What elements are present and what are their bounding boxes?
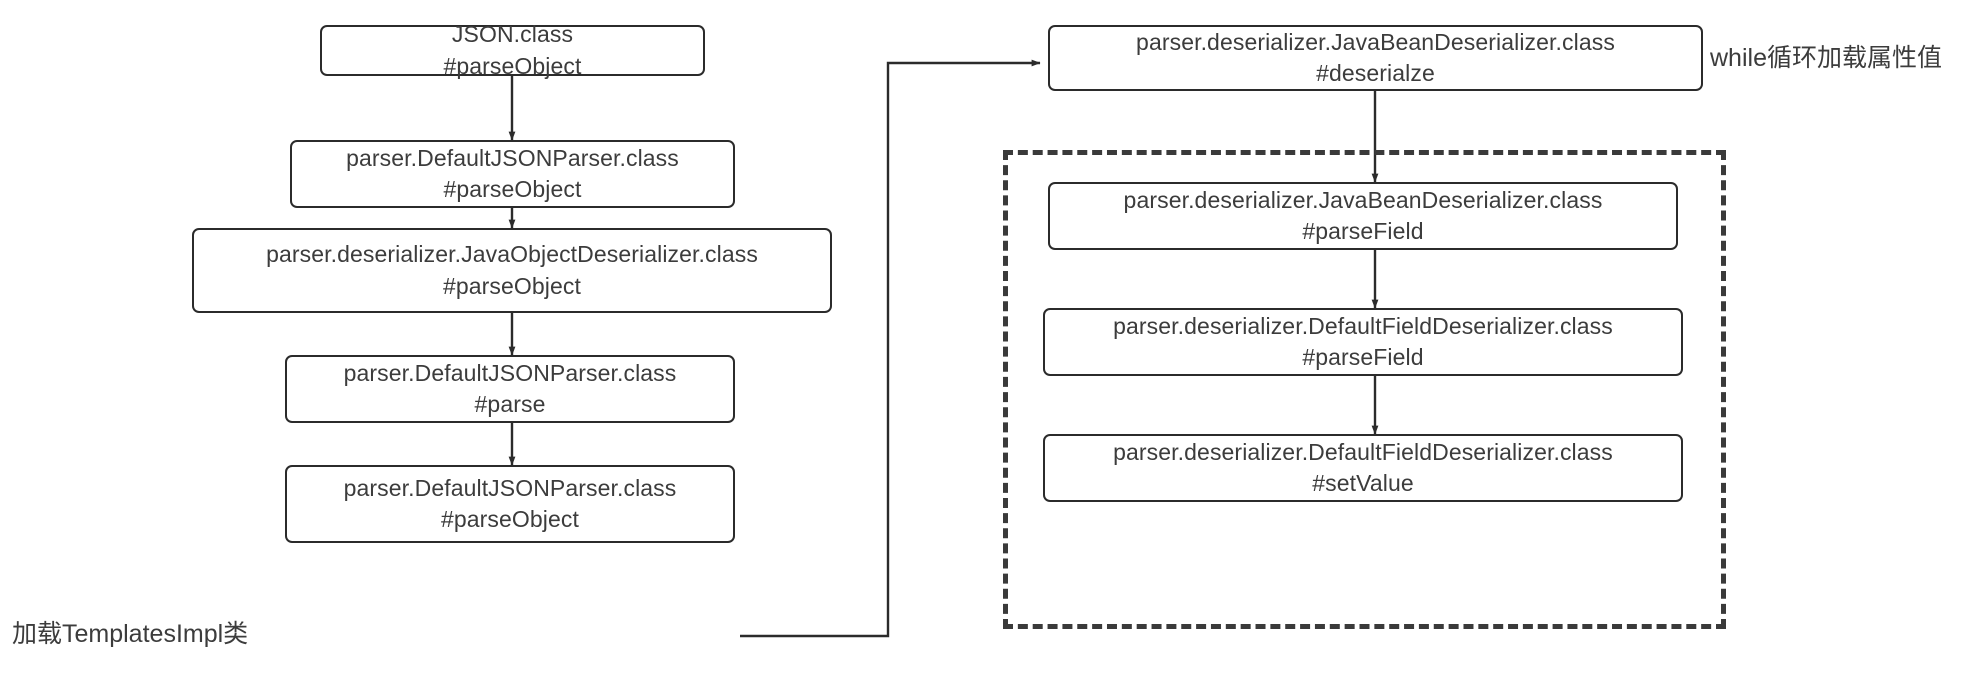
node-line-1: parser.DefaultJSONParser.class [346,144,679,171]
node-line-1: JSON.class [451,21,574,48]
node-line-2: #parseObject [441,506,579,532]
node-line-1: parser.deserializer.JavaObjectDeserializ… [266,241,758,268]
node-javaobjectdeserializer-parseobject[interactable]: parser.deserializer.JavaObjectDeserializ… [192,228,832,313]
node-defaultjsonparser-parse[interactable]: parser.DefaultJSONParser.class #parse [285,355,735,423]
node-defaultfielddeserializer-parsefield[interactable]: parser.deserializer.DefaultFieldDeserial… [1043,308,1683,376]
node-defaultfielddeserializer-setvalue[interactable]: parser.deserializer.DefaultFieldDeserial… [1043,434,1683,502]
edge-parseobject-to-deserialze [740,59,1041,638]
node-defaultjsonparser-parseobject-2[interactable]: parser.DefaultJSONParser.class #parseObj… [285,465,735,543]
node-line-2: #parseField [1302,218,1424,244]
node-javabeandeserializer-deserialze[interactable]: parser.deserializer.JavaBeanDeserializer… [1048,25,1703,91]
node-line-1: parser.deserializer.DefaultFieldDeserial… [1113,312,1613,339]
node-line-2: #deserialze [1316,60,1435,86]
node-javabeandeserializer-parsefield[interactable]: parser.deserializer.JavaBeanDeserializer… [1048,182,1678,250]
node-line-1: parser.deserializer.JavaBeanDeserializer… [1136,28,1615,55]
node-line-1: parser.DefaultJSONParser.class [343,359,677,386]
node-line-2: #parseObject [443,272,581,299]
node-line-2: #parseObject [443,176,582,202]
node-json-parseobject[interactable]: JSON.class #parseObject [320,21,705,79]
node-line-1: parser.DefaultJSONParser.class [343,474,677,501]
node-line-1: parser.deserializer.DefaultFieldDeserial… [1113,438,1613,465]
node-line-2: #parse [474,391,546,417]
node-line-2: #setValue [1312,470,1414,496]
node-line-2: #parseObject [443,52,582,79]
node-line-2: #parseField [1302,344,1424,370]
node-defaultjsonparser-parseobject-1[interactable]: parser.DefaultJSONParser.class #parseObj… [290,140,735,208]
annotation-load-templatesimpl: 加载TemplatesImpl类 [12,620,249,648]
annotation-while-loop: while循环加载属性值 [1710,44,1942,72]
node-line-1: parser.deserializer.JavaBeanDeserializer… [1123,186,1603,213]
